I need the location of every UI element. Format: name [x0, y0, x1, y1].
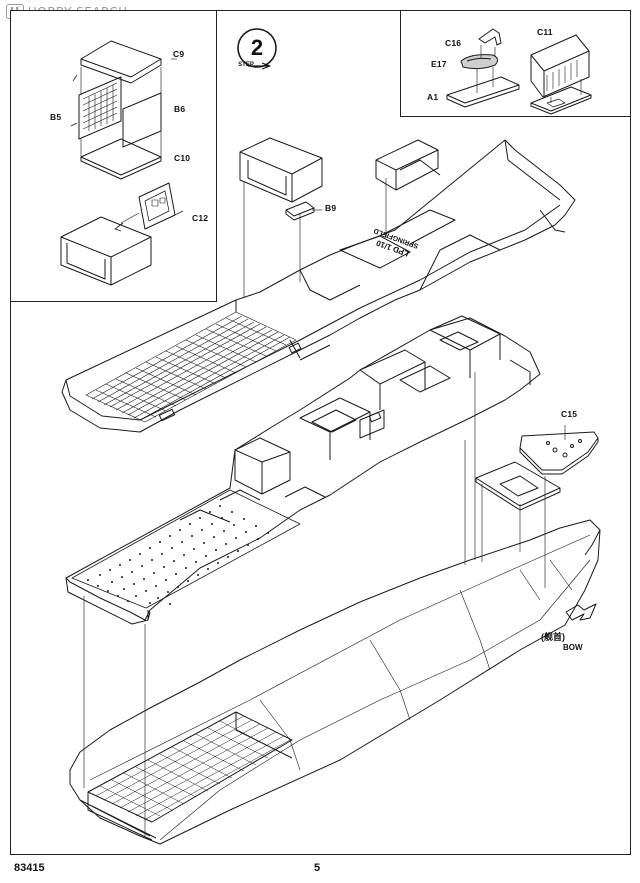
page-frame — [10, 10, 631, 855]
step-number: 2 — [251, 35, 263, 60]
label-b5: B5 — [50, 112, 62, 122]
label-c16: C16 — [445, 38, 462, 48]
step-badge — [237, 28, 277, 70]
label-b6: B6 — [174, 104, 186, 114]
hull-assembly — [69, 519, 601, 845]
upper-deck-assembly — [61, 139, 576, 433]
label-c12: C12 — [192, 213, 209, 223]
inset-panel-right: C16 C11 E17 A1 — [400, 10, 631, 117]
deck-box-large — [239, 137, 323, 203]
flight-deck-assembly — [65, 315, 541, 625]
label-b9: B9 — [325, 203, 337, 213]
page-number: 5 — [314, 862, 321, 874]
inset-panel-left: C9 B5 B6 C10 C12 — [10, 10, 217, 302]
part-b9-plate — [285, 201, 315, 221]
label-c15: C15 — [561, 409, 578, 419]
label-c10: C10 — [174, 153, 191, 163]
label-e17: E17 — [431, 59, 447, 69]
step-word: STEP — [238, 62, 254, 68]
bow-label-japanese: (舰首) — [541, 632, 565, 642]
inset-right-drawing — [446, 28, 592, 115]
deck-box-small — [375, 139, 439, 191]
label-a1: A1 — [427, 92, 439, 102]
part-c15-bow-deck — [519, 431, 599, 475]
bow-direction-arrow — [565, 603, 597, 621]
bow-label-english: BOW — [563, 643, 583, 652]
kit-code: 83415 — [14, 862, 45, 874]
label-c9: C9 — [173, 49, 185, 59]
inset-left-drawing — [60, 40, 184, 286]
bow-deck-plate — [475, 461, 561, 511]
label-c11: C11 — [537, 27, 553, 37]
